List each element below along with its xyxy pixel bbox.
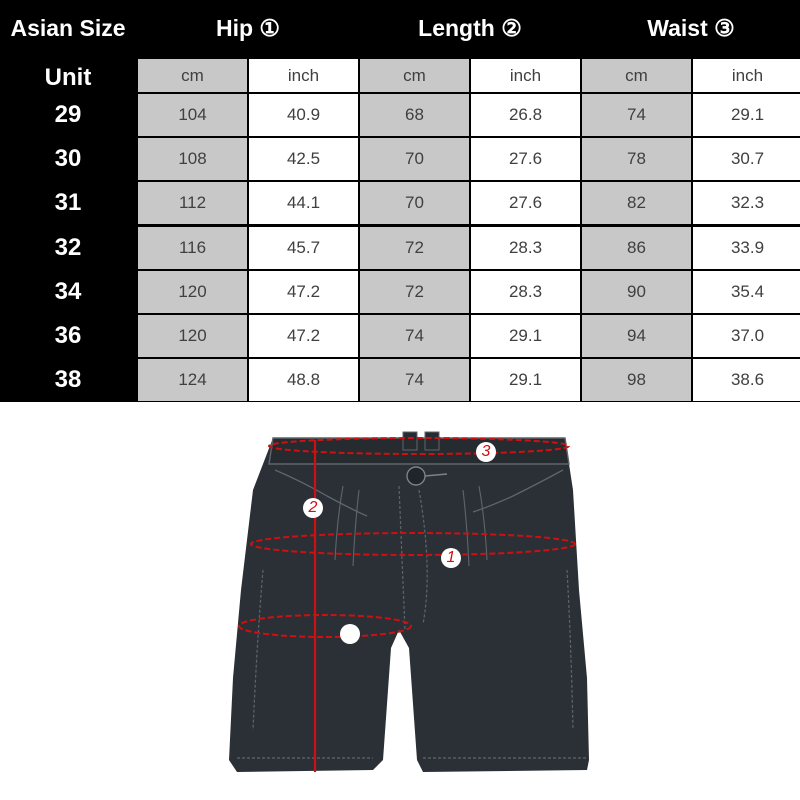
- table-cell: 29.1: [471, 315, 580, 357]
- table-cell: 72: [360, 271, 469, 313]
- table-cell: 78: [582, 138, 691, 180]
- table-cell: 47.2: [249, 315, 358, 357]
- shorts-illustration: [229, 431, 589, 772]
- asian-size-label: Asian Size: [10, 14, 126, 41]
- belt-loop: [424, 431, 440, 451]
- table-cell: 38.6: [693, 359, 800, 401]
- table-cell: 28.3: [471, 227, 580, 269]
- left-pocket: [274, 469, 368, 517]
- waist-marker-number: 3: [481, 443, 491, 460]
- button-icon: [406, 466, 426, 486]
- table-cell: 90: [582, 271, 691, 313]
- table-cell: 124: [138, 359, 247, 401]
- table-cell: 74: [360, 359, 469, 401]
- table-cell: 45.7: [249, 227, 358, 269]
- hip-column-header: Hip ①: [138, 0, 358, 56]
- unit-inch-cell: inch: [471, 59, 580, 92]
- unit-row-label: Unit: [44, 64, 92, 91]
- unit-inch-cell: inch: [249, 59, 358, 92]
- right-pocket: [472, 469, 564, 513]
- table-cell: 32.3: [693, 182, 800, 224]
- waist-measure-line: [268, 437, 570, 455]
- length-marker-number: 2: [308, 499, 318, 516]
- table-cell: 70: [360, 182, 469, 224]
- table-cell: 29.1: [471, 359, 580, 401]
- thigh-measure-line: [238, 614, 412, 638]
- table-cell: 42.5: [249, 138, 358, 180]
- hip-marker-disc: [441, 548, 461, 568]
- table-cell: 120: [138, 271, 247, 313]
- hip-marker-number: 1: [446, 549, 456, 566]
- thigh-marker-disc: [340, 624, 360, 644]
- table-cell: 27.6: [471, 138, 580, 180]
- table-cell: 33.9: [693, 227, 800, 269]
- waist-column-header: Waist ③: [582, 0, 800, 56]
- table-cell: 82: [582, 182, 691, 224]
- fly-stitching: [398, 485, 428, 631]
- table-cell: 68: [360, 94, 469, 136]
- table-cell: 29.1: [693, 94, 800, 136]
- table-cell: 44.1: [249, 182, 358, 224]
- table-cell: 112: [138, 182, 247, 224]
- table-cell: 70: [360, 138, 469, 180]
- unit-cm-cell: cm: [582, 59, 691, 92]
- table-cell: 47.2: [249, 271, 358, 313]
- table-cell: 27.6: [471, 182, 580, 224]
- table-cell: 86: [582, 227, 691, 269]
- table-cell: 74: [360, 315, 469, 357]
- waist-marker-disc: [476, 442, 496, 462]
- size-34-label: 34: [54, 278, 82, 305]
- table-cell: 35.4: [693, 271, 800, 313]
- asian-size-header: Asian Size: [0, 0, 136, 56]
- size-chart-table: Asian Size Hip ① Length ② Waist ③ Unit cm…: [0, 0, 800, 402]
- table-cell: 26.8: [471, 94, 580, 136]
- length-marker: ②: [501, 14, 522, 41]
- size-29-label: 29: [54, 101, 82, 128]
- table-cell: 74: [582, 94, 691, 136]
- shorts-measurement-diagram: 1 2 3: [223, 420, 595, 792]
- size-38-label: 38: [54, 366, 82, 393]
- size-31-label: 31: [54, 189, 82, 216]
- table-cell: 48.8: [249, 359, 358, 401]
- unit-inch-cell: inch: [693, 59, 800, 92]
- table-cell: 104: [138, 94, 247, 136]
- unit-cm-cell: cm: [138, 59, 247, 92]
- side-seam-right: [566, 569, 574, 731]
- table-cell: 28.3: [471, 271, 580, 313]
- length-column-header: Length ②: [360, 0, 580, 56]
- length-marker-disc: [303, 498, 323, 518]
- table-cell: 40.9: [249, 94, 358, 136]
- table-cell: 37.0: [693, 315, 800, 357]
- hip-measure-line: [250, 532, 576, 556]
- belt-loop: [402, 431, 418, 451]
- side-seam-left: [252, 569, 264, 731]
- table-cell: 30.7: [693, 138, 800, 180]
- shorts-silhouette: [229, 438, 589, 772]
- size-30-label: 30: [54, 145, 82, 172]
- length-label: Length: [418, 14, 495, 41]
- table-cell: 108: [138, 138, 247, 180]
- size-36-label: 36: [54, 322, 82, 349]
- hip-marker: ①: [259, 14, 281, 41]
- size-32-label: 32: [54, 234, 82, 261]
- button-tab: [424, 473, 448, 477]
- pleat: [334, 485, 488, 567]
- hip-label: Hip: [215, 14, 254, 41]
- table-cell: 98: [582, 359, 691, 401]
- waist-marker: ③: [714, 14, 735, 41]
- table-cell: 120: [138, 315, 247, 357]
- table-cell: 94: [582, 315, 691, 357]
- waist-label: Waist: [647, 14, 708, 41]
- table-cell: 72: [360, 227, 469, 269]
- table-cell: 116: [138, 227, 247, 269]
- unit-cm-cell: cm: [360, 59, 469, 92]
